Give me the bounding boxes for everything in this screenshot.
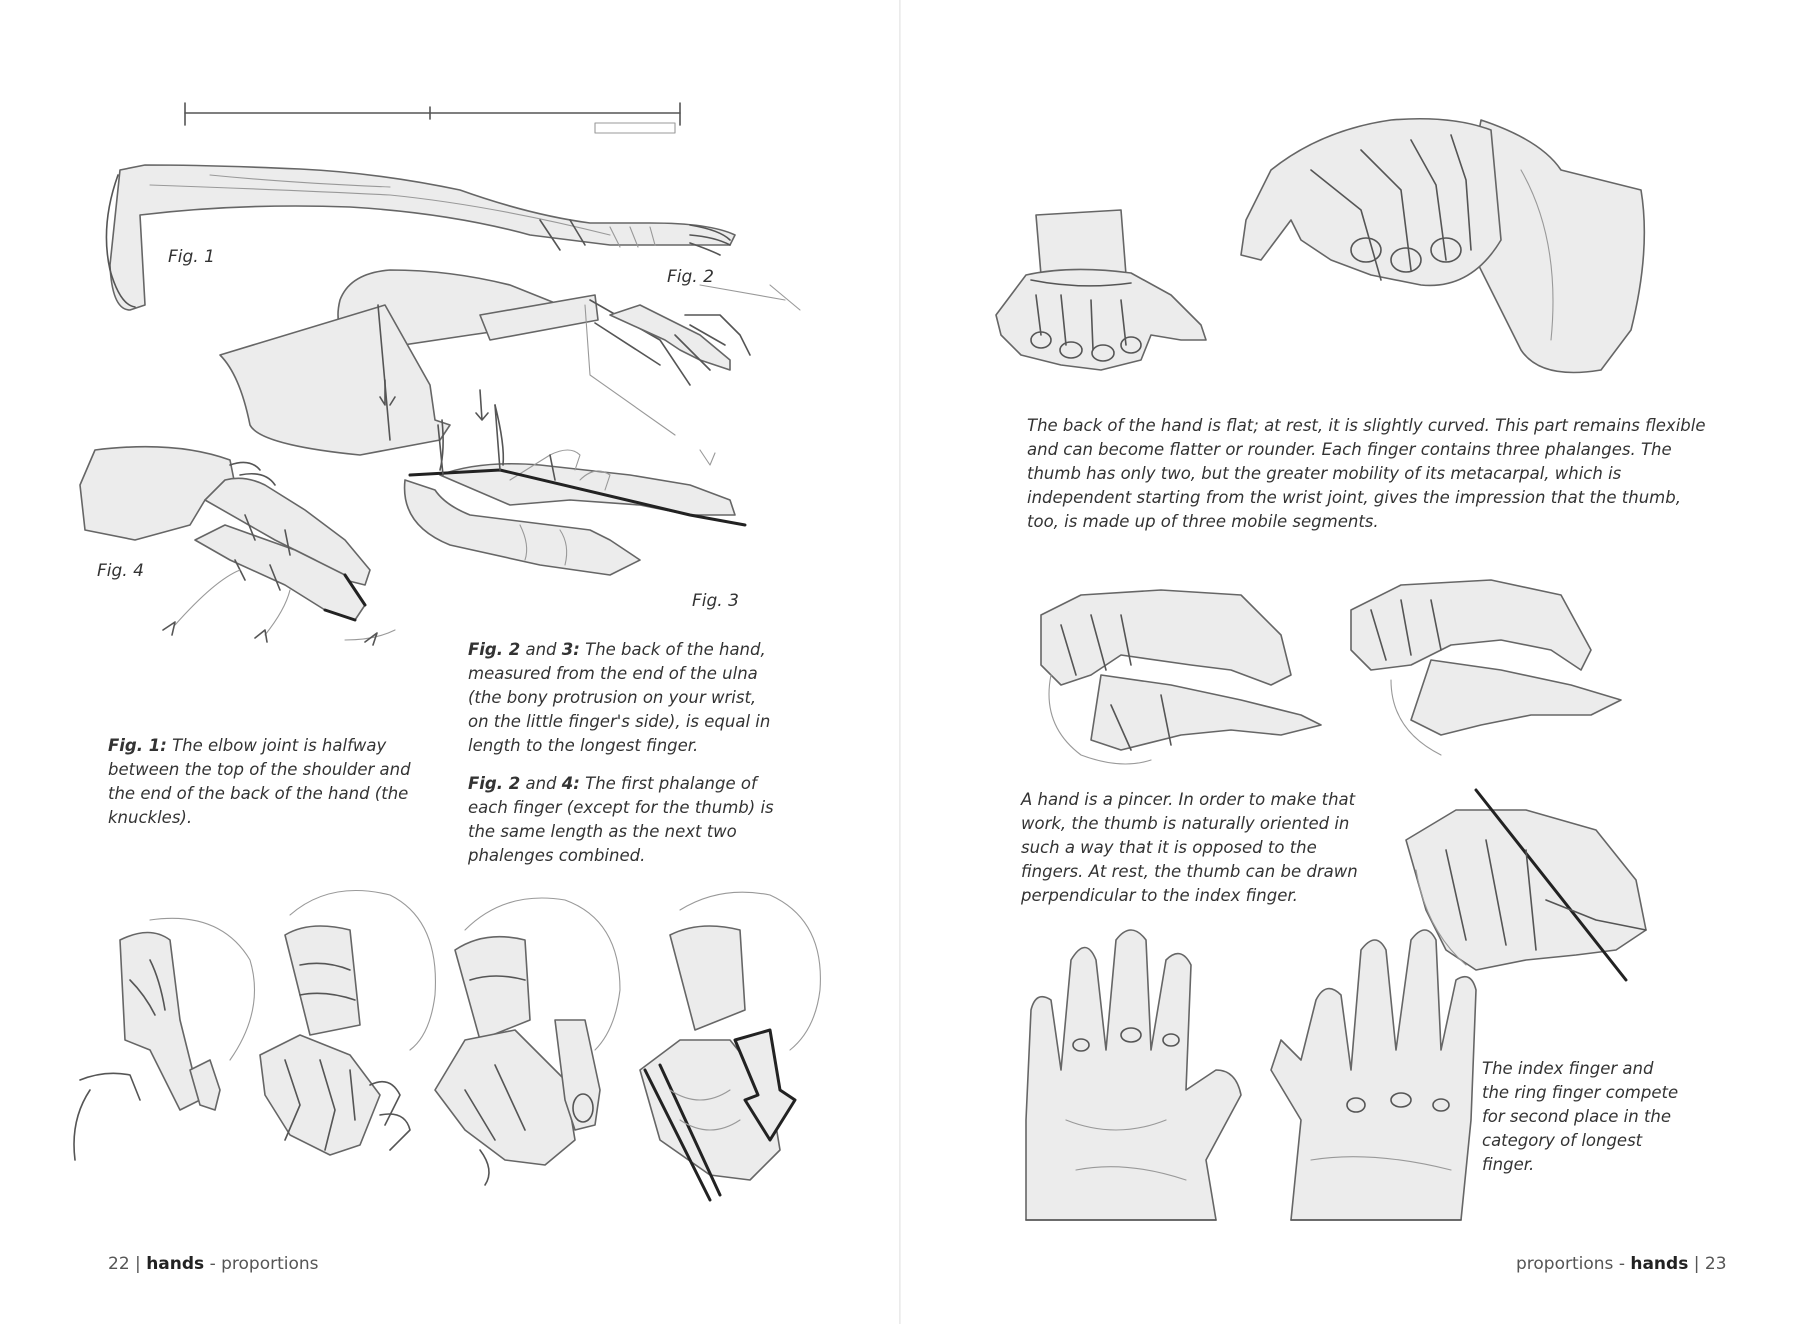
caption-fig2-4-ref-a: Fig. 2 xyxy=(468,774,521,793)
back-of-hand-sketch xyxy=(995,209,1207,371)
fig3-hand-sketch xyxy=(219,304,747,576)
page-number-right: 23 xyxy=(1704,1254,1727,1274)
book-gutter xyxy=(899,0,901,1324)
caption-fig2-3-and: and xyxy=(525,640,557,659)
folio-left: 22 | hands - proportions xyxy=(108,1254,319,1274)
caption-fig2-3-text: The back of the hand, measured from the … xyxy=(468,640,771,755)
fig1-label: Fig. 1 xyxy=(168,247,215,267)
fig3-label: Fig. 3 xyxy=(692,591,739,611)
fig2-label: Fig. 2 xyxy=(667,267,714,287)
fig4-label: Fig. 4 xyxy=(97,561,144,581)
folio-chapter-left: hands xyxy=(146,1254,205,1274)
cylinder-arm-hand-sketch xyxy=(1240,117,1646,374)
folio-separator-right: | xyxy=(1693,1254,1700,1274)
hand-with-pencil-sketch xyxy=(1405,788,1647,982)
right-page: The back of the hand is flat; at rest, i… xyxy=(901,0,1800,1324)
pincer-sketch-left xyxy=(1040,589,1322,765)
hand-construction-step-1 xyxy=(73,917,256,1161)
left-page: Fig. 1 Fig. 2 Fig. 3 xyxy=(0,0,899,1324)
folio-section-left: - proportions xyxy=(209,1254,319,1274)
caption-pincer: A hand is a pincer. In order to make tha… xyxy=(1021,790,1358,905)
fig4-hand-sketch xyxy=(79,445,396,646)
caption-fig2-4-ref-b: 4: xyxy=(561,774,580,793)
folio-chapter-right: hands xyxy=(1630,1254,1689,1274)
caption-fig2-3-ref-b: 3: xyxy=(561,640,580,659)
palm-sketch-left xyxy=(1025,929,1242,1221)
hand-construction-step-3 xyxy=(434,897,621,1186)
folio-right: proportions - hands | 23 xyxy=(1516,1254,1727,1274)
caption-fig2-3: Fig. 2 and 3: The back of the hand, meas… xyxy=(468,638,780,758)
page-number-left: 22 xyxy=(108,1254,130,1274)
caption-back-of-hand: The back of the hand is flat; at rest, i… xyxy=(1027,416,1706,531)
caption-fig2-4-and: and xyxy=(525,774,557,793)
hand-construction-step-4 xyxy=(639,891,821,1202)
pincer-sketch-right xyxy=(1350,579,1622,756)
caption-index-finger: The index finger and the ring finger com… xyxy=(1482,1059,1679,1174)
caption-fig2-4: Fig. 2 and 4: The first phalange of each… xyxy=(468,772,780,868)
palm-sketch-right xyxy=(1270,929,1477,1221)
hand-construction-step-2 xyxy=(259,889,437,1156)
folio-section-right: proportions - xyxy=(1516,1254,1625,1274)
caption-fig1: Fig. 1: The elbow joint is halfway betwe… xyxy=(108,734,428,830)
folio-separator-left: | xyxy=(135,1254,141,1274)
caption-fig1-ref: Fig. 1: xyxy=(108,736,167,755)
caption-fig2-3-ref-a: Fig. 2 xyxy=(468,640,521,659)
caption-fig1-text: The elbow joint is halfway between the t… xyxy=(108,736,411,827)
fig1-arm-sketch xyxy=(105,102,736,311)
caption-fig2-4-text: The first phalange of each finger (excep… xyxy=(468,774,774,865)
